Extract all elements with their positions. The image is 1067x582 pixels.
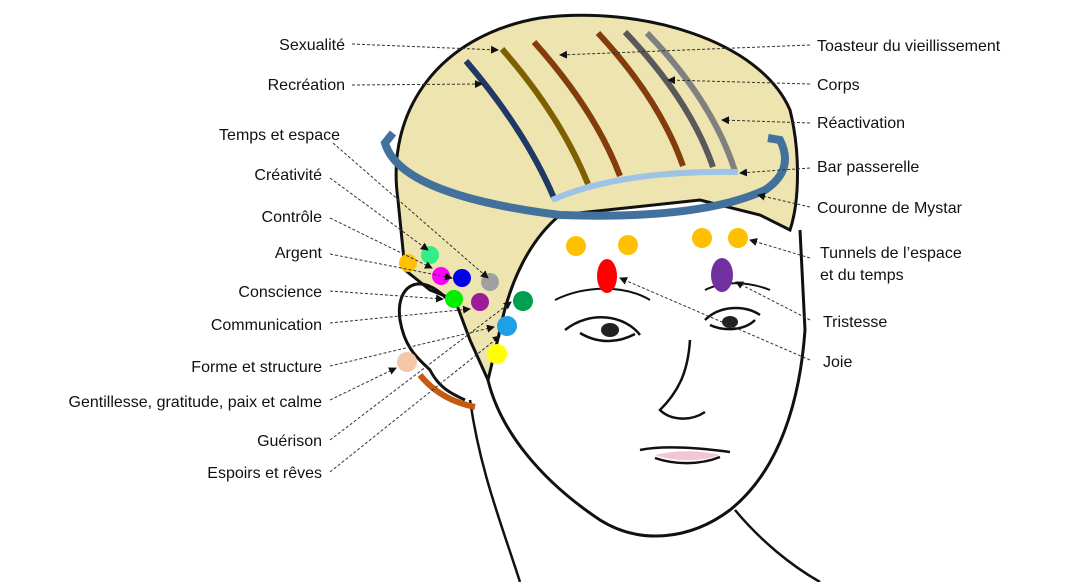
label-tunnels-1: Tunnels de l’espace [820, 245, 962, 262]
couronne-de-mystar [380, 130, 789, 220]
dot-blue [453, 269, 471, 287]
left-eye [564, 316, 641, 343]
label-communication: Communication [211, 317, 322, 334]
stripe-sexualite [499, 47, 591, 186]
label-bar-passerelle: Bar passerelle [817, 159, 919, 176]
label-creativite: Créativité [254, 167, 322, 184]
dot-gentillesse [397, 352, 417, 372]
dot-creativite [421, 246, 439, 264]
label-controle: Contrôle [262, 209, 323, 226]
dot-forme [497, 316, 517, 336]
right-eye [704, 306, 761, 331]
label-conscience: Conscience [238, 284, 322, 301]
neck-line [468, 399, 821, 582]
label-gentillesse: Gentillesse, gratitude, paix et calme [69, 394, 323, 411]
label-argent: Argent [275, 245, 323, 262]
stripe-toasteur [531, 39, 623, 178]
label-temps-espace: Temps et espace [219, 127, 340, 144]
dot-joie [597, 259, 617, 293]
label-reactivation: Réactivation [817, 115, 905, 132]
label-tunnels-2: et du temps [820, 267, 904, 284]
label-forme-structure: Forme et structure [191, 359, 322, 376]
dot-tunnel-1 [566, 236, 586, 256]
brows [554, 282, 771, 301]
label-guerison: Guérison [257, 433, 322, 450]
dot-tunnel-2 [618, 235, 638, 255]
label-tristesse: Tristesse [823, 314, 887, 331]
dot-controle [432, 267, 450, 285]
label-joie: Joie [823, 354, 852, 371]
nose [658, 339, 706, 420]
label-espoirs-reves: Espoirs et rêves [207, 465, 322, 482]
dot-temps-espace [481, 273, 499, 291]
hair-stripes [380, 29, 789, 220]
dot-tunnel-4 [728, 228, 748, 248]
dot-tristesse [711, 258, 733, 292]
dot-communication [471, 293, 489, 311]
label-sexualite: Sexualité [279, 37, 345, 54]
stripe-recreation [463, 59, 557, 200]
stripe-corps [622, 29, 716, 168]
hair [394, 13, 799, 385]
dot-tunnel-3 [692, 228, 712, 248]
stripe-corps-brown [595, 30, 686, 167]
arc-brown [417, 373, 476, 410]
face-outline [486, 229, 807, 538]
dot-espoirs [487, 344, 507, 364]
dot-guerison [513, 291, 533, 311]
label-recreation: Recréation [268, 77, 345, 94]
ear [397, 282, 466, 402]
bar-passerelle [550, 168, 739, 203]
dot-conscience [445, 290, 463, 308]
leader-lines [329, 43, 811, 473]
label-couronne: Couronne de Mystar [817, 200, 963, 217]
label-corps: Corps [817, 77, 860, 94]
label-toasteur: Toasteur du vieillissement [817, 38, 1001, 55]
stripe-reactivation [644, 30, 738, 172]
mouth [639, 446, 731, 465]
